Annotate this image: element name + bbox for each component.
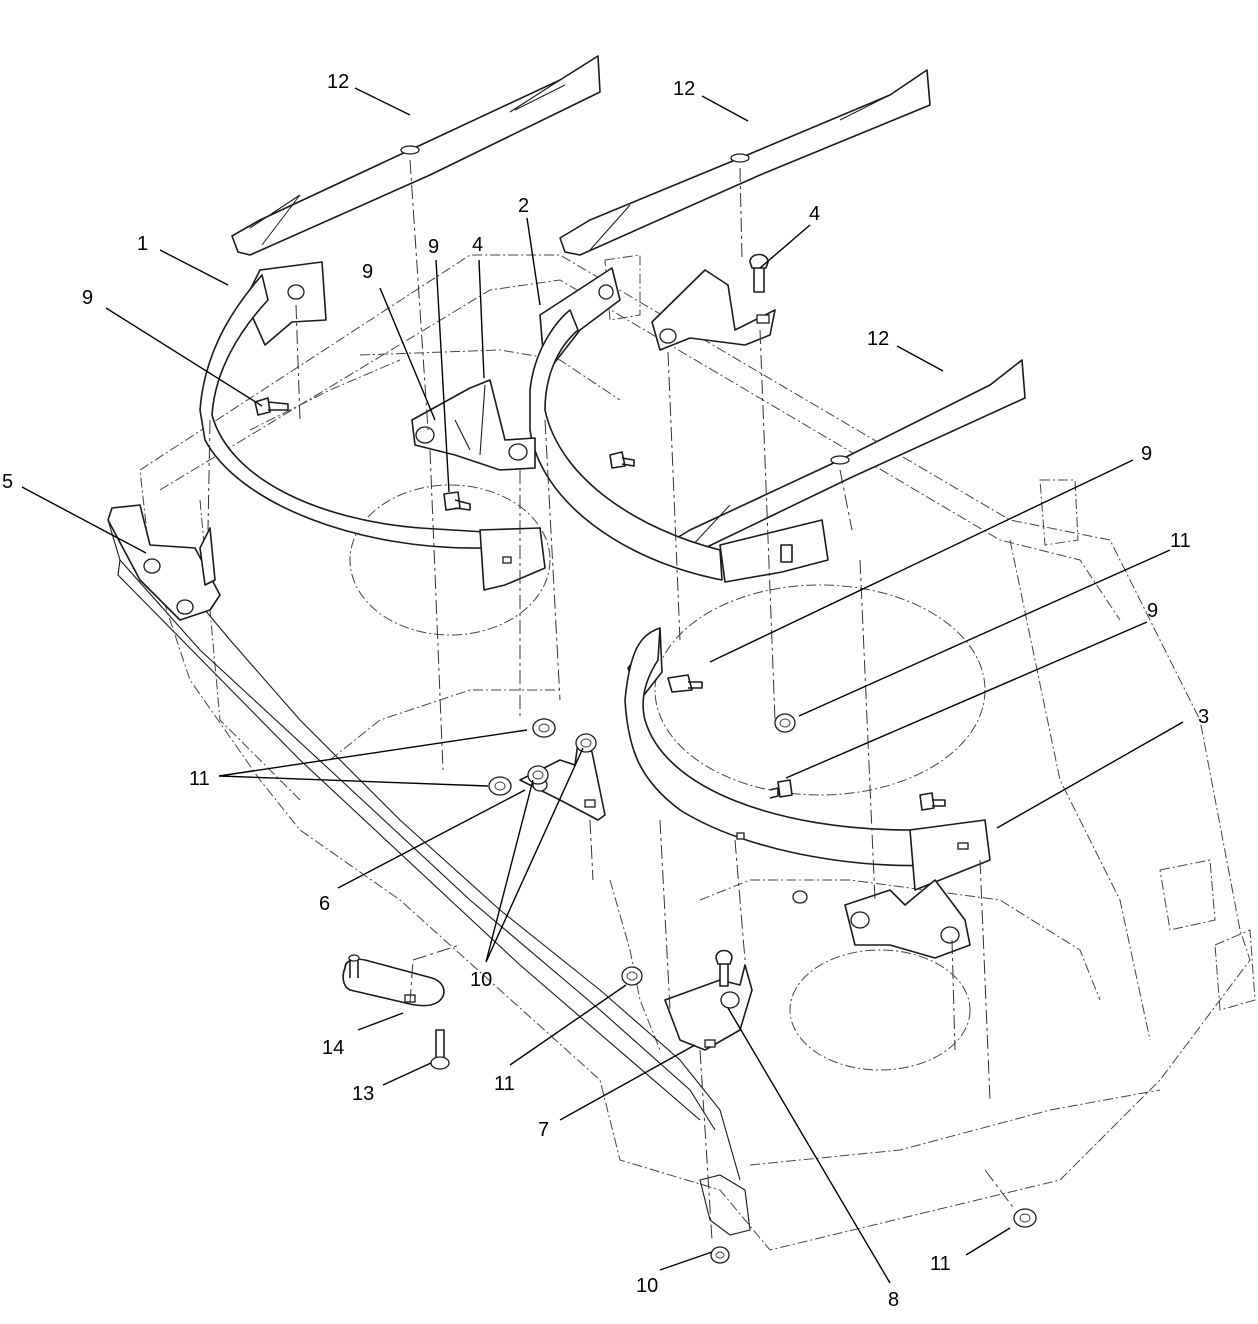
callout-10-a: 10 <box>470 969 492 991</box>
callout-7: 7 <box>538 1119 549 1141</box>
callout-11-a: 11 <box>189 768 210 790</box>
mower-deck-outline <box>139 254 1256 1251</box>
plate-14 <box>342 954 445 1007</box>
callout-11-b: 11 <box>1170 530 1191 552</box>
callout-4-left: 4 <box>472 234 483 256</box>
callout-1: 1 <box>137 233 148 255</box>
callout-6: 6 <box>319 893 330 915</box>
spindle-bracket-center <box>651 269 776 351</box>
spindle-bracket-right <box>844 879 971 959</box>
assembly-lines <box>207 159 1016 1241</box>
callout-12-b: 12 <box>673 78 695 100</box>
baffle-right <box>624 627 991 891</box>
callout-11-d: 11 <box>930 1253 951 1275</box>
callout-9-e: 9 <box>1147 600 1158 622</box>
bracket-7 <box>664 964 753 1051</box>
callout-14: 14 <box>322 1037 344 1059</box>
baffle-center <box>529 267 829 583</box>
deck-front-edge <box>107 504 751 1236</box>
callout-13: 13 <box>352 1083 374 1105</box>
blade-left <box>231 55 601 256</box>
blade-right <box>659 359 1026 561</box>
callout-10-b: 10 <box>636 1275 658 1297</box>
bracket-5 <box>107 504 221 621</box>
hardware <box>254 253 1037 1264</box>
callout-9-b: 9 <box>362 261 373 283</box>
callout-11-c: 11 <box>494 1073 515 1095</box>
leader-lines <box>21 87 1184 1284</box>
callout-9-d: 9 <box>1141 443 1152 465</box>
callout-9-c: 9 <box>428 236 439 258</box>
baffle-left <box>199 261 546 591</box>
blade-center <box>559 69 931 256</box>
callout-4-center: 4 <box>809 203 820 225</box>
callout-5: 5 <box>2 471 13 493</box>
callout-labels: 1 2 3 4 4 5 6 7 8 9 9 9 9 9 10 10 11 11 … <box>2 71 1209 1311</box>
callout-8: 8 <box>888 1289 899 1311</box>
spindle-bracket-left <box>411 379 536 471</box>
callout-12-c: 12 <box>867 328 889 350</box>
callout-3: 3 <box>1198 706 1209 728</box>
callout-2: 2 <box>518 195 529 217</box>
callout-12-a: 12 <box>327 71 349 93</box>
callout-9-a: 9 <box>82 287 93 309</box>
